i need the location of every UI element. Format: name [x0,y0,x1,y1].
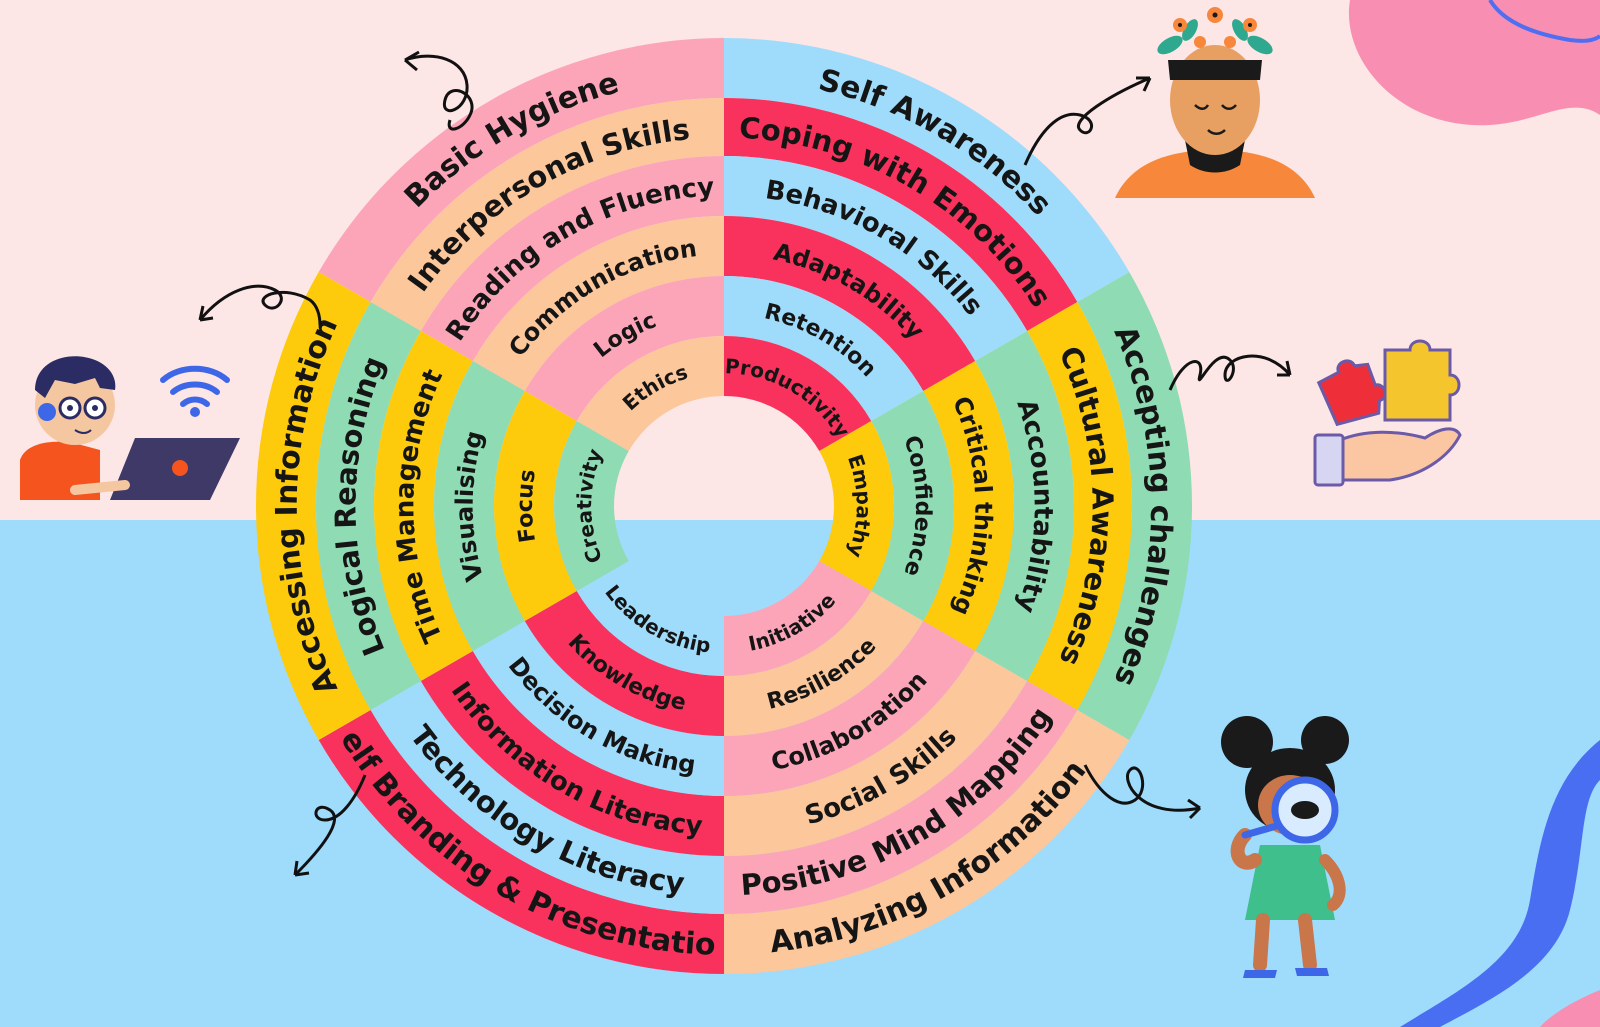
wheel-segment-top-left-5 [576,336,724,451]
wheel-segment-bottom-right-1 [724,681,1078,915]
wheel-segment-bottom-left-0 [318,710,724,974]
wheel-segment-right-5 [819,421,894,591]
wheel-segment-bottom-right-5 [724,561,872,676]
wheel-segment-top-left-3 [472,216,724,391]
wheel-label-left-4: Focus [513,468,541,544]
decorative-wave-bottom-right [1400,740,1600,1027]
wheel-segment-top-left-2 [420,155,724,361]
wheel-segment-left-5 [554,421,629,591]
decorative-blob-top-right [1348,0,1600,126]
wheel-segment-top-right-4 [724,276,924,421]
curly-arrow-icon-right [1168,354,1292,391]
wheel-segment-right-0 [1077,272,1192,740]
wheel-segment-left-0 [255,272,371,740]
curly-arrow-icon-top-right [1023,76,1152,166]
laptop-kid-illustration [20,356,240,500]
curly-arrow-icon-left [198,284,322,326]
wheel-segment-right-4 [871,391,954,621]
wheel-segment-bottom-left-2 [420,651,724,856]
wheel-segment-left-1 [315,302,421,710]
wheel-segment-bottom-left-4 [524,591,724,736]
wheel-segment-left-4 [494,391,577,621]
wheel-segment-top-right-2 [724,156,1028,361]
wheel-segment-right-1 [1027,302,1132,710]
wheel-segment-bottom-left-3 [472,621,724,796]
curly-arrow-icon-bottom-left [293,774,367,877]
curly-arrow-icon-top-left [404,50,474,131]
wheel-segment-left-2 [373,331,473,681]
magnifier-girl-illustration [1221,716,1349,978]
wifi-icon [160,365,230,407]
wheel-segment-top-left-1 [370,98,724,331]
wheel-segment-top-right-1 [724,98,1078,331]
mindful-person-illustration [1115,7,1315,198]
wheel-segment-bottom-right-2 [724,651,1028,856]
wheel-segment-bottom-right-4 [724,591,924,736]
wheel-segment-bottom-left-1 [370,681,724,914]
wheel-segment-bottom-left-5 [576,561,724,676]
puzzle-hand-illustration [1313,339,1462,487]
curly-arrow-icon-bottom-right [1083,764,1202,820]
wheel-segments [255,38,1192,974]
wheel-segment-top-left-0 [318,38,724,302]
wheel-segment-top-right-0 [724,38,1130,302]
wheel-segment-right-2 [975,331,1074,681]
wheel-segment-right-3 [923,361,1014,651]
wheel-segment-top-right-5 [724,336,872,451]
wheel-segment-left-3 [434,361,525,651]
wheel-segment-top-left-4 [524,276,724,421]
wheel-segment-top-right-3 [724,216,976,391]
wheel-segment-bottom-right-0 [724,710,1130,974]
wheel-segment-bottom-right-3 [724,621,976,796]
